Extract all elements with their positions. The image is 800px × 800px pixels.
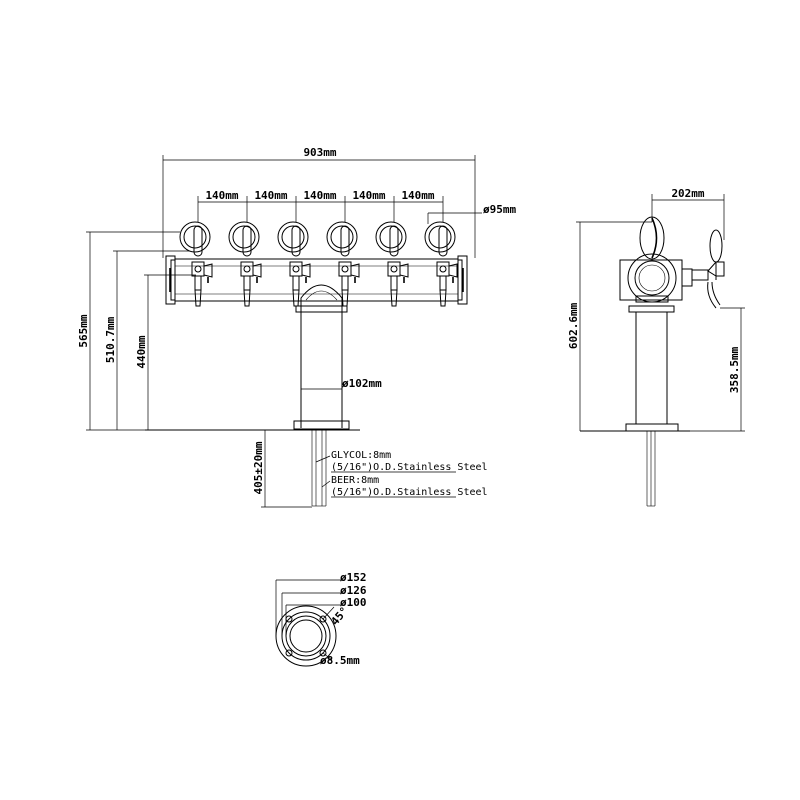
height-565-label: 565mm bbox=[77, 314, 90, 347]
taps bbox=[179, 221, 458, 307]
dim-heights: 565mm 510.7mm 440mm bbox=[77, 231, 196, 431]
dim-flange-diameter: ø95mm bbox=[427, 203, 516, 224]
tap bbox=[375, 221, 409, 307]
side-spout-label: 358.5mm bbox=[728, 346, 741, 393]
dim-side-height: 602.6mm bbox=[567, 221, 652, 431]
tap-spacing-label-4: 140mm bbox=[352, 189, 385, 202]
beer-note-1: BEER:8mm bbox=[331, 475, 379, 486]
crossbar bbox=[175, 258, 458, 302]
front-view: 903mm 140mm 140mm 140mm 140mm 140mm ø95m… bbox=[77, 146, 516, 508]
glycol-note-1: GLYCOL:8mm bbox=[331, 450, 391, 461]
beer-note-2: (5/16")O.D.Stainless Steel bbox=[331, 487, 488, 498]
tap bbox=[277, 221, 311, 307]
column bbox=[295, 284, 348, 428]
side-rear-handle bbox=[639, 216, 665, 260]
base-outer-diameter-label: ø152 bbox=[340, 571, 367, 584]
tap bbox=[228, 221, 262, 307]
beer-lines bbox=[311, 430, 327, 507]
base-inner-diameter-label: ø100 bbox=[340, 596, 367, 609]
column-diameter-label: ø102mm bbox=[342, 377, 382, 390]
dim-shank-length: 405±20mm bbox=[252, 429, 312, 508]
dim-column-diameter: ø102mm bbox=[301, 377, 382, 390]
tap-spacing-label-2: 140mm bbox=[254, 189, 287, 202]
base-plate bbox=[145, 420, 360, 431]
side-depth-label: 202mm bbox=[671, 187, 704, 200]
right-end-cap bbox=[457, 255, 468, 305]
side-faucet bbox=[691, 229, 725, 309]
side-shanks bbox=[646, 431, 656, 507]
glycol-note-2: (5/16")O.D.Stainless Steel bbox=[331, 462, 488, 473]
side-head bbox=[619, 253, 693, 303]
tap bbox=[424, 221, 458, 307]
tap-spacing-label-5: 140mm bbox=[401, 189, 434, 202]
flange-diameter-label: ø95mm bbox=[483, 203, 516, 216]
tap-spacing-label-3: 140mm bbox=[303, 189, 336, 202]
side-column bbox=[580, 305, 690, 432]
height-440-label: 440mm bbox=[135, 335, 148, 368]
dim-overall-width: 903mm bbox=[162, 146, 476, 258]
dim-base: ø152 ø126 ø100 45° ø8.5mm bbox=[275, 571, 367, 667]
shank-length-label: 405±20mm bbox=[252, 441, 265, 494]
dim-tap-spacing: 140mm 140mm 140mm 140mm 140mm bbox=[197, 189, 444, 222]
dim-side-depth: 202mm bbox=[651, 187, 725, 240]
line-notes: GLYCOL:8mm (5/16")O.D.Stainless Steel BE… bbox=[315, 450, 488, 498]
side-height-label: 602.6mm bbox=[567, 302, 580, 349]
tap bbox=[326, 221, 360, 307]
tap-spacing-label-1: 140mm bbox=[205, 189, 238, 202]
base-hole-diameter-label: ø8.5mm bbox=[320, 654, 360, 667]
overall-width-label: 903mm bbox=[303, 146, 336, 159]
tap bbox=[179, 221, 213, 307]
left-end-cap bbox=[165, 255, 176, 305]
base-view: ø152 ø126 ø100 45° ø8.5mm bbox=[275, 571, 367, 667]
side-view: 202mm 602.6mm 358.5mm bbox=[567, 187, 745, 507]
height-510-label: 510.7mm bbox=[104, 316, 117, 363]
dim-side-spout: 358.5mm bbox=[690, 307, 745, 432]
base-bolt-circle-label: ø126 bbox=[340, 584, 367, 597]
